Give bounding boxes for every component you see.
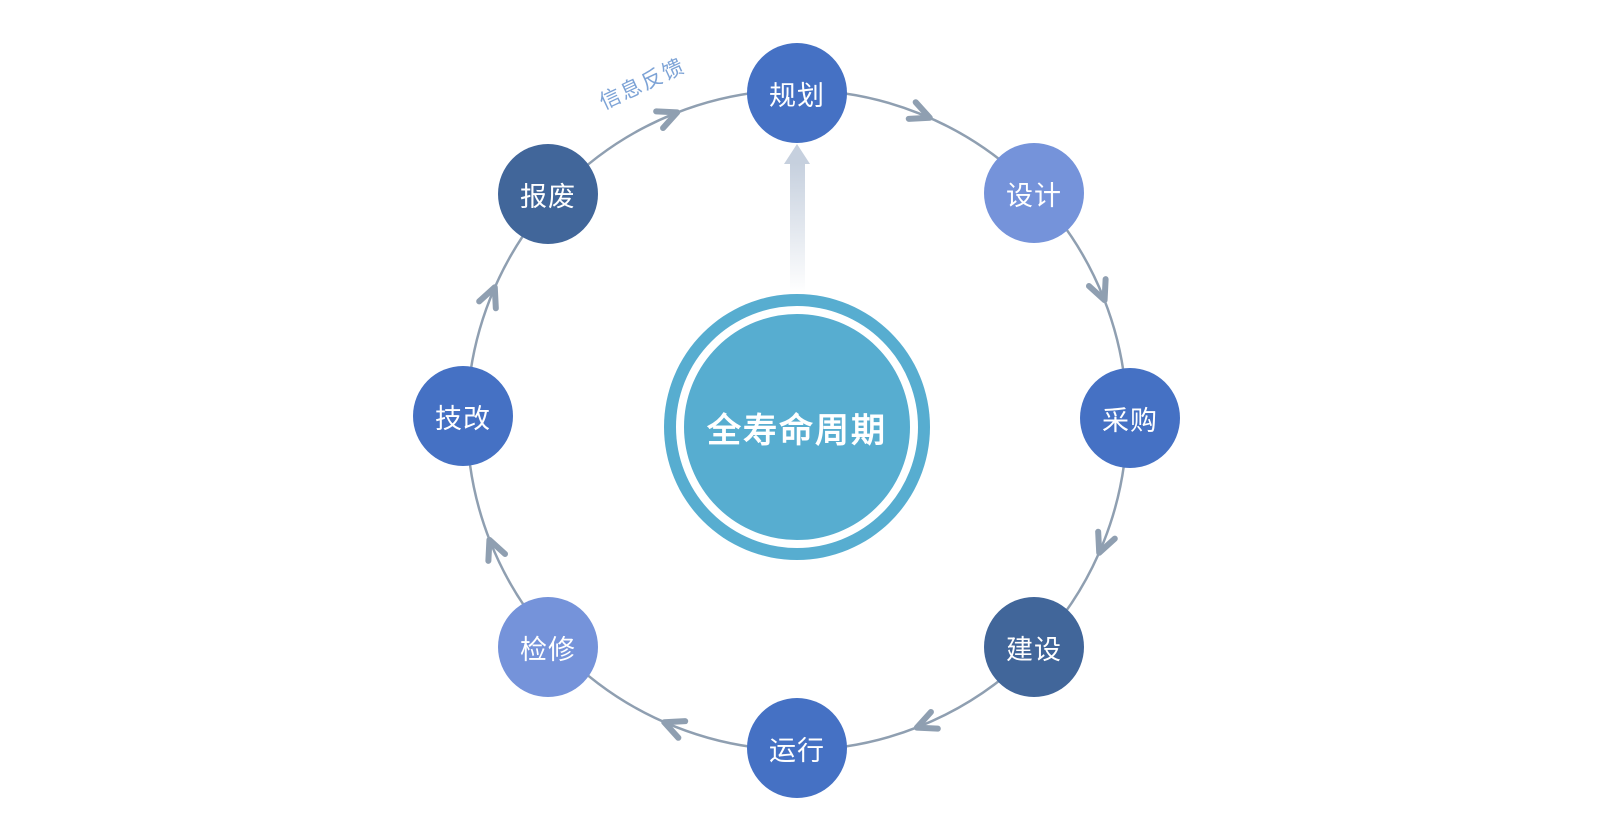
node-operation: 运行 — [747, 698, 847, 798]
center-up-arrow-icon — [784, 144, 810, 164]
node-procurement: 采购 — [1080, 368, 1180, 468]
node-construction-label: 建设 — [1006, 634, 1062, 665]
node-planning: 规划 — [747, 43, 847, 143]
node-overhaul: 检修 — [498, 597, 598, 697]
flow-arrows — [476, 99, 1118, 741]
arrow-overhaul-to-upgrade-icon — [485, 536, 509, 564]
node-upgrade: 技改 — [413, 366, 513, 466]
node-design: 设计 — [984, 143, 1084, 243]
node-upgrade-label: 技改 — [435, 403, 491, 434]
center-up-arrow-shaft — [790, 163, 805, 293]
arrow-planning-to-design-icon — [905, 99, 933, 122]
arrow-design-to-procurement-icon — [1085, 276, 1109, 304]
node-construction: 建设 — [984, 597, 1084, 697]
center-circle: 全寿命周期 — [676, 306, 918, 548]
arrow-scrap-to-planning-icon — [653, 108, 681, 132]
node-scrap-label: 报废 — [520, 181, 576, 212]
node-overhaul-label: 检修 — [520, 634, 576, 665]
arrow-operation-to-overhaul-icon — [661, 718, 689, 741]
center-title: 全寿命周期 — [707, 411, 887, 450]
node-design-label: 设计 — [1006, 180, 1062, 211]
arrow-construction-to-operation-icon — [913, 708, 941, 732]
arrow-upgrade-to-scrap-icon — [476, 284, 499, 312]
node-operation-label: 运行 — [769, 735, 825, 766]
node-procurement-label: 采购 — [1102, 405, 1158, 436]
node-planning-label: 规划 — [769, 80, 825, 111]
arrow-procurement-to-construction-icon — [1095, 528, 1118, 556]
node-scrap: 报废 — [498, 144, 598, 244]
